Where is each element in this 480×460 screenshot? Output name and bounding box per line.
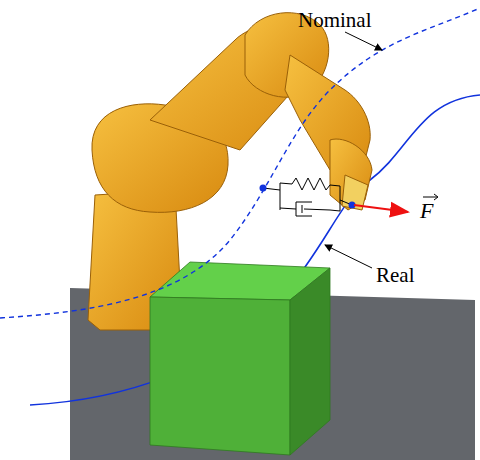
leader-line [345, 32, 382, 50]
nominal-trajectory [0, 8, 480, 318]
nominal-point [260, 185, 267, 192]
leader-line [325, 245, 372, 268]
force-label: F [420, 200, 433, 222]
cube-side [290, 268, 330, 455]
vector-accent-head [434, 194, 438, 200]
trajectory-label: Real [376, 265, 414, 286]
cube-front [150, 297, 290, 455]
spring-damper [263, 178, 352, 216]
trajectory-label: Nominal [298, 10, 372, 31]
vector-accent [423, 197, 437, 198]
force-arrow [354, 205, 408, 212]
